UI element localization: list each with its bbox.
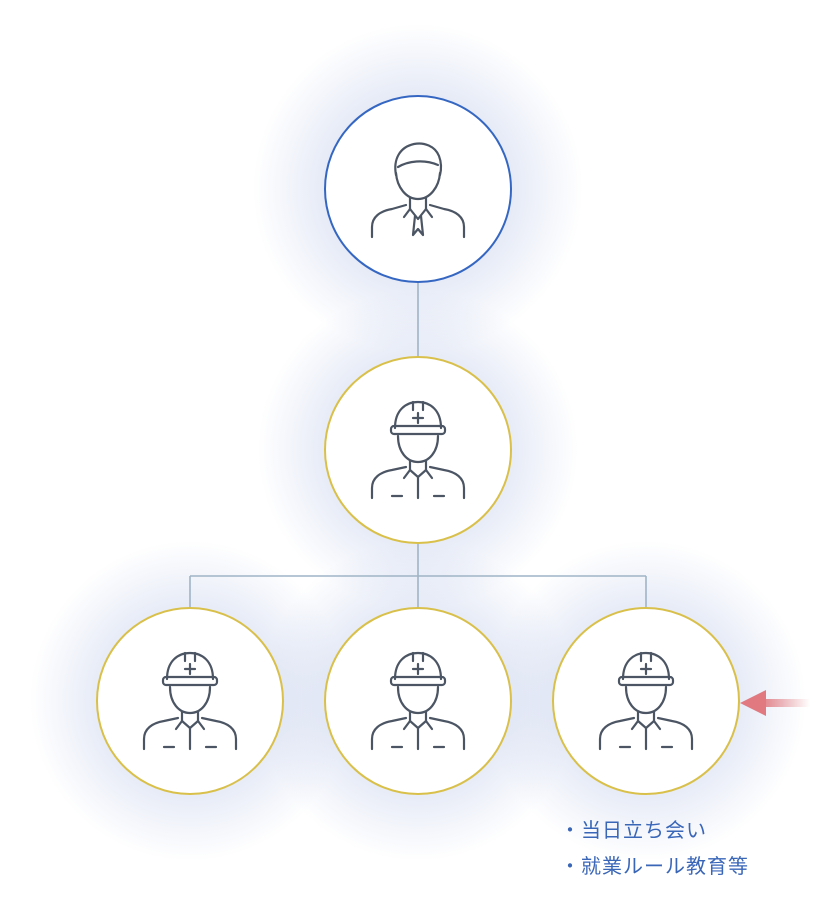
worker-node-1 [96, 607, 284, 795]
note-item-rules-education: ・就業ルール教育等 [560, 854, 749, 878]
worker-node-2 [324, 607, 512, 795]
hardhat-worker-icon [370, 400, 466, 500]
hardhat-worker-icon [370, 651, 466, 751]
note-item-attendance: ・当日立ち会い [560, 818, 707, 842]
note-list: ・当日立ち会い ・就業ルール教育等 [560, 812, 749, 884]
arrow-left-icon [740, 690, 810, 716]
connector-lines [189, 282, 647, 609]
worker-node-3 [552, 607, 740, 795]
hardhat-worker-icon [598, 651, 694, 751]
foreman-node [324, 356, 512, 544]
manager-node [324, 95, 512, 283]
hardhat-worker-icon [142, 651, 238, 751]
manager-person-icon [370, 142, 466, 239]
